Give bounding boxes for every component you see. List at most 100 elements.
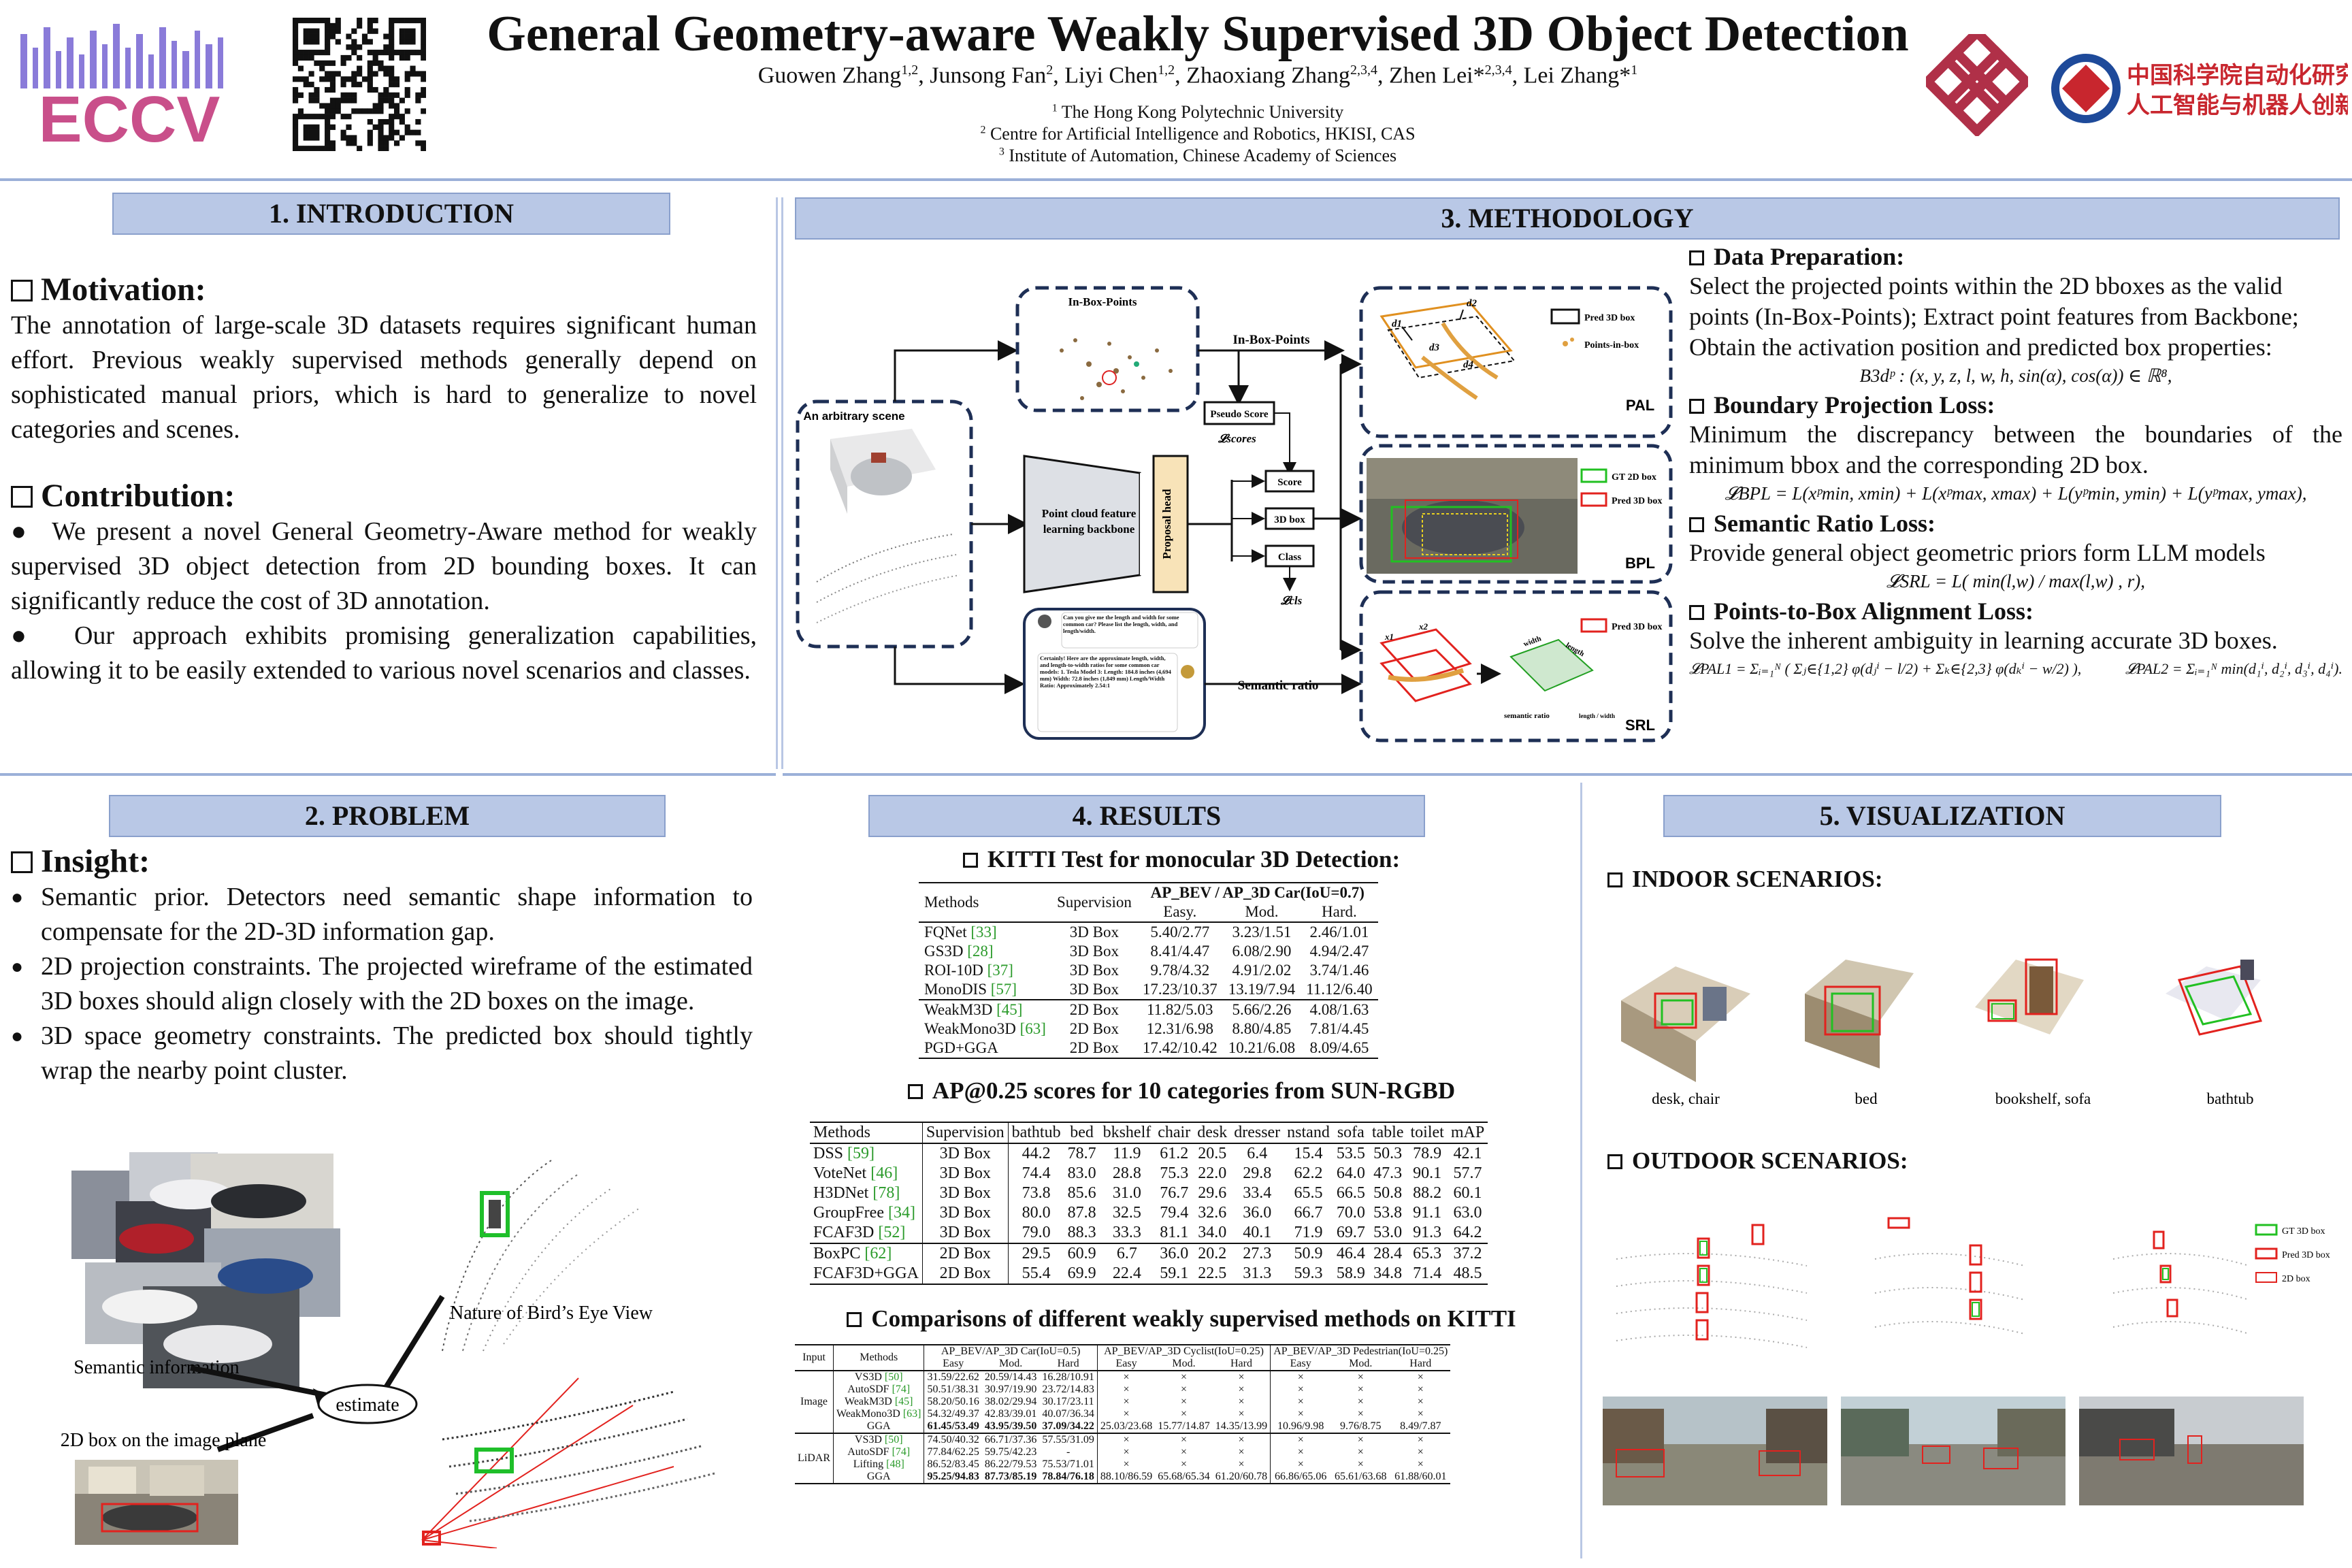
svg-text:2D box: 2D box — [2282, 1274, 2310, 1284]
eccv-logo: ECCV — [14, 20, 245, 156]
street-photo-3 — [2079, 1396, 2304, 1505]
bpl-equation: 𝓛BPL = L(xᵖmin, xmin) + L(xᵖmax, xmax) +… — [1725, 483, 2307, 504]
section-heading-results: 4. RESULTS — [868, 795, 1425, 837]
checkbox-icon — [1607, 1154, 1622, 1169]
casia-logo: 中国科学院自动化研究所 人工智能与机器人创新中心 — [2048, 48, 2352, 129]
svg-text:Point cloud feature: Point cloud feature — [1042, 507, 1137, 520]
contribution-item: ● We present a novel General Geometry-Aw… — [11, 517, 757, 615]
svg-text:𝓛cls: 𝓛cls — [1280, 594, 1303, 607]
svg-text:semantic ratio: semantic ratio — [1504, 712, 1550, 720]
pal-render: d1 d2 d3 d4 — [1379, 298, 1516, 400]
problem-body: Insight: ●Semantic prior. Detectors need… — [11, 843, 753, 1088]
svg-text:Nature of Bird’s Eye View: Nature of Bird’s Eye View — [450, 1303, 653, 1324]
pal-heading: Points-to-Box Alignment Loss: — [1689, 597, 2342, 625]
bev-pointcloud — [442, 1160, 640, 1352]
svg-text:Semantic ratio: Semantic ratio — [1238, 679, 1319, 693]
indoor-scene-bookshelf-sofa — [1975, 958, 2084, 1034]
svg-text:learning backbone: learning backbone — [1043, 523, 1135, 536]
checkbox-icon — [11, 280, 33, 301]
svg-text:In-Box-Points: In-Box-Points — [1233, 333, 1310, 347]
method-name: VS3D [50] — [833, 1371, 925, 1384]
column-divider — [781, 197, 783, 769]
contribution-heading: Contribution: — [11, 477, 757, 514]
indoor-scene-desk-chair — [1621, 966, 1750, 1082]
checkbox-icon — [847, 1312, 862, 1327]
qr-code[interactable] — [293, 18, 427, 152]
svg-text:d1: d1 — [1392, 318, 1402, 329]
caption-desk-chair: desk, chair — [1652, 1090, 1720, 1107]
svg-text:PAL: PAL — [1626, 397, 1654, 414]
svg-text:GT 3D box: GT 3D box — [2282, 1226, 2325, 1237]
outdoor-bev-3 — [2112, 1230, 2250, 1335]
data-preparation-heading: Data Preparation: — [1689, 242, 2342, 271]
svg-text:Proposal head: Proposal head — [1160, 489, 1173, 559]
method-name: AutoSDF [74] — [833, 1384, 925, 1396]
caption-bookshelf-sofa: bookshelf, sofa — [1995, 1090, 2091, 1107]
section-heading-visualization: 5. VISUALIZATION — [1663, 795, 2221, 837]
polyu-logo — [1921, 25, 2034, 138]
indoor-scene-bathtub — [2166, 960, 2263, 1036]
image-plane-photo — [75, 1460, 238, 1545]
table2-title: AP@0.25 scores for 10 categories from SU… — [783, 1077, 1580, 1105]
motivation-text: The annotation of large-scale 3D dataset… — [11, 311, 757, 444]
svg-text:x1: x1 — [1384, 632, 1394, 642]
svg-text:Pred 3D box: Pred 3D box — [1612, 622, 1662, 632]
svg-text:Pred 3D box: Pred 3D box — [1584, 313, 1635, 323]
svg-text:x2: x2 — [1418, 621, 1428, 632]
column-divider — [776, 197, 778, 769]
insight-item: ●2D projection constraints. The projecte… — [11, 952, 753, 1015]
pal-equation-1: 𝓛PAL1 = Σᵢ₌₁ᴺ ( Σⱼ∈{1,2} φ(dⱼⁱ − l/2) + … — [1689, 660, 2082, 677]
method-name: WeakM3D [45] — [924, 1001, 1023, 1018]
svg-text:2D box on the image plane: 2D box on the image plane — [61, 1430, 266, 1451]
contribution-item: ● Our approach exhibits promising genera… — [11, 621, 757, 685]
checkbox-icon — [11, 486, 33, 508]
table3-title: Comparisons of different weakly supervis… — [783, 1305, 1580, 1333]
checkbox-icon — [1689, 517, 1704, 532]
input-type: LiDAR — [795, 1433, 834, 1484]
input-type: Image — [795, 1371, 834, 1433]
svg-text:d3: d3 — [1429, 342, 1440, 353]
insight-item: ●Semantic prior. Detectors need semantic… — [11, 883, 753, 946]
checkbox-icon — [1689, 605, 1704, 620]
checkbox-icon — [1607, 872, 1622, 887]
method-name: H3DNet [78] — [810, 1183, 923, 1203]
bpl-heading: Boundary Projection Loss: — [1689, 391, 2342, 419]
section-divider — [0, 773, 776, 776]
outdoor-bev-2 — [1874, 1217, 2025, 1335]
street-photo-1 — [1603, 1396, 1827, 1505]
bpl-render — [1367, 458, 1578, 574]
svg-text:Class: Class — [1278, 552, 1301, 563]
method-name: WeakM3D [45] — [833, 1396, 925, 1408]
insight-item: ●3D space geometry constraints. The pred… — [11, 1022, 753, 1085]
scene-render — [816, 429, 960, 623]
svg-text:𝓛scores: 𝓛scores — [1218, 432, 1256, 445]
checkbox-icon — [907, 1084, 923, 1099]
table1-title: KITTI Test for monocular 3D Detection: — [783, 846, 1580, 873]
pal-text: Solve the inherent ambiguity in learning… — [1689, 627, 2278, 654]
svg-text:Pred 3D box: Pred 3D box — [2282, 1250, 2330, 1260]
section-heading-introduction: 1. INTRODUCTION — [112, 193, 670, 235]
data-preparation-equation: B3dᵖ : (x, y, z, l, w, h, sin(α), cos(α)… — [1859, 365, 2172, 386]
svg-text:d2: d2 — [1467, 298, 1477, 309]
svg-text:An arbitrary scene: An arbitrary scene — [803, 410, 904, 423]
svg-text:estimate: estimate — [336, 1394, 399, 1416]
svg-text:人工智能与机器人创新中心: 人工智能与机器人创新中心 — [2127, 92, 2348, 119]
method-name: VoteNet [46] — [810, 1164, 923, 1183]
